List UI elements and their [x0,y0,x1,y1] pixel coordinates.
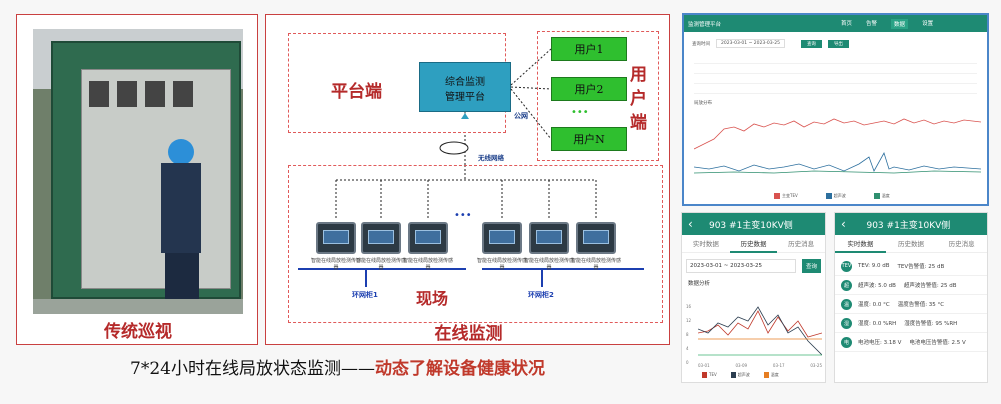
platform-table-row [694,65,977,74]
legend-temp: 温度 [873,193,890,199]
phone2-tabs: 实时数据 历史数据 历史消息 [835,235,987,253]
tab-realtime[interactable]: 实时数据 [692,239,719,248]
platform-header: 监测管理平台 首页 告警 数据 设置 [684,15,987,32]
platform-table-row [694,55,977,64]
humidity-icon: 湿 [841,317,852,329]
users-zone [537,31,659,161]
user-n-box: 用户N [551,127,627,151]
online-monitoring-panel: 平台端 综合监测 管理平台 用户1 用户2 ••• 用户N 用 户 端 公网 无… [265,14,670,345]
platform-legend: 主变TEV 超声波 温度 [774,193,890,199]
phone2-header: ‹ 903 #1主变10KV侧 [835,213,987,235]
tab-history[interactable]: 历史数据 [729,235,778,253]
nav-settings[interactable]: 设置 [922,20,934,27]
sensor-label-2: 智能在线局放检测传感器 [355,258,406,271]
network-lines [298,48,644,287]
wireless-label: 无线网络 [478,154,504,162]
ring-cabinet-2-label: 环网柜2 [528,291,554,299]
nav-alarm[interactable]: 告警 [866,20,878,27]
sensor-label-3: 智能在线局放检测传感器 [402,258,453,271]
sensor-label-1: 智能在线局放检测传感器 [310,258,361,271]
back-icon[interactable]: ‹ [688,217,693,231]
phone1-tabs: 实时数据 历史数据 历史消息 [682,235,825,253]
phone2-title: 903 #1主变10KV侧 [866,220,951,231]
legend-tev: 主变TEV [774,193,798,199]
platform-trend-chart [694,118,981,174]
ultrasonic-icon: 超 [841,279,852,291]
platform-export-button[interactable]: 导出 [827,39,849,48]
online-caption: 在线监测 [434,324,503,344]
users-ellipsis: ••• [571,107,589,118]
phone1-title: 903 #1主变10KV侧 [708,220,793,231]
tab-messages[interactable]: 历史消息 [788,239,815,248]
traditional-inspection-panel: 传统巡视 [16,14,258,345]
sensor-device-4 [482,222,522,254]
traditional-caption: 传统巡视 [104,322,172,342]
tev-icon: TEV [841,260,852,272]
platform-date-input[interactable]: 2023-03-01 ~ 2023-03-25 [716,39,785,48]
platform-chart-label: 局放分布 [694,101,712,106]
thermometer-icon: 温 [841,298,852,310]
sensor-label-6: 智能在线局放检测传感器 [570,258,621,271]
slogan-highlight: 动态了解设备健康状况 [374,359,545,379]
sensor-device-5 [529,222,569,254]
phone1-date-input[interactable]: 2023-03-01 ~ 2023-03-25 [686,259,796,273]
inspection-photo [33,29,243,314]
users-label: 用 户 端 [630,65,647,133]
public-net-label: 公网 [514,112,528,120]
sensor-label-4: 智能在线局放检测传感器 [476,258,527,271]
phone1-section-title: 数据分析 [688,281,711,287]
sensor-label-5: 智能在线局放检测传感器 [523,258,574,271]
platform-title: 监测管理平台 [688,21,722,28]
platform-table-row [694,75,977,84]
legend-ultrasonic: 超声波 [825,193,846,199]
tab-realtime[interactable]: 实时数据 [835,235,886,253]
platform-label: 平台端 [331,82,382,102]
slogan-main: 7*24小时在线局放状态监测—— [130,359,375,379]
user-2-box: 用户2 [551,77,627,101]
mobile-history-screen: ‹ 903 #1主变10KV侧 实时数据 历史数据 历史消息 2023-03-0… [681,212,826,383]
platform-query-button[interactable]: 查询 [800,39,822,48]
platform-table-row [694,85,977,94]
devices-ellipsis: ••• [454,210,472,221]
back-icon[interactable]: ‹ [841,217,846,231]
sensor-device-1 [316,222,356,254]
sensor-device-2 [361,222,401,254]
site-label: 现场 [416,289,449,308]
phone1-chart [698,306,822,356]
site-zone [288,165,663,323]
phone1-legend: TEV 超声波 温度 [702,372,779,378]
platform-screenshot: 监测管理平台 首页 告警 数据 设置 查询时间 2023-03-01 ~ 202… [682,13,989,206]
nav-data[interactable]: 数据 [891,18,909,29]
platform-query-bar: 查询时间 2023-03-01 ~ 2023-03-25 查询 导出 [692,39,849,48]
sensor-device-3 [408,222,448,254]
battery-icon: 电 [841,336,852,348]
user-1-box: 用户1 [551,37,627,61]
tab-messages[interactable]: 历史消息 [948,239,975,248]
sensor-device-6 [576,222,616,254]
nav-home[interactable]: 首页 [841,20,853,27]
phone1-header: ‹ 903 #1主变10KV侧 [682,213,825,235]
tab-history[interactable]: 历史数据 [898,239,924,248]
slogan: 7*24小时在线局放状态监测——动态了解设备健康状况 [130,354,545,379]
platform-query-label: 查询时间 [692,41,710,47]
phone1-query-button[interactable]: 查询 [801,259,821,273]
platform-box: 综合监测 管理平台 [419,62,511,112]
ring-cabinet-1-label: 环网柜1 [352,291,378,299]
